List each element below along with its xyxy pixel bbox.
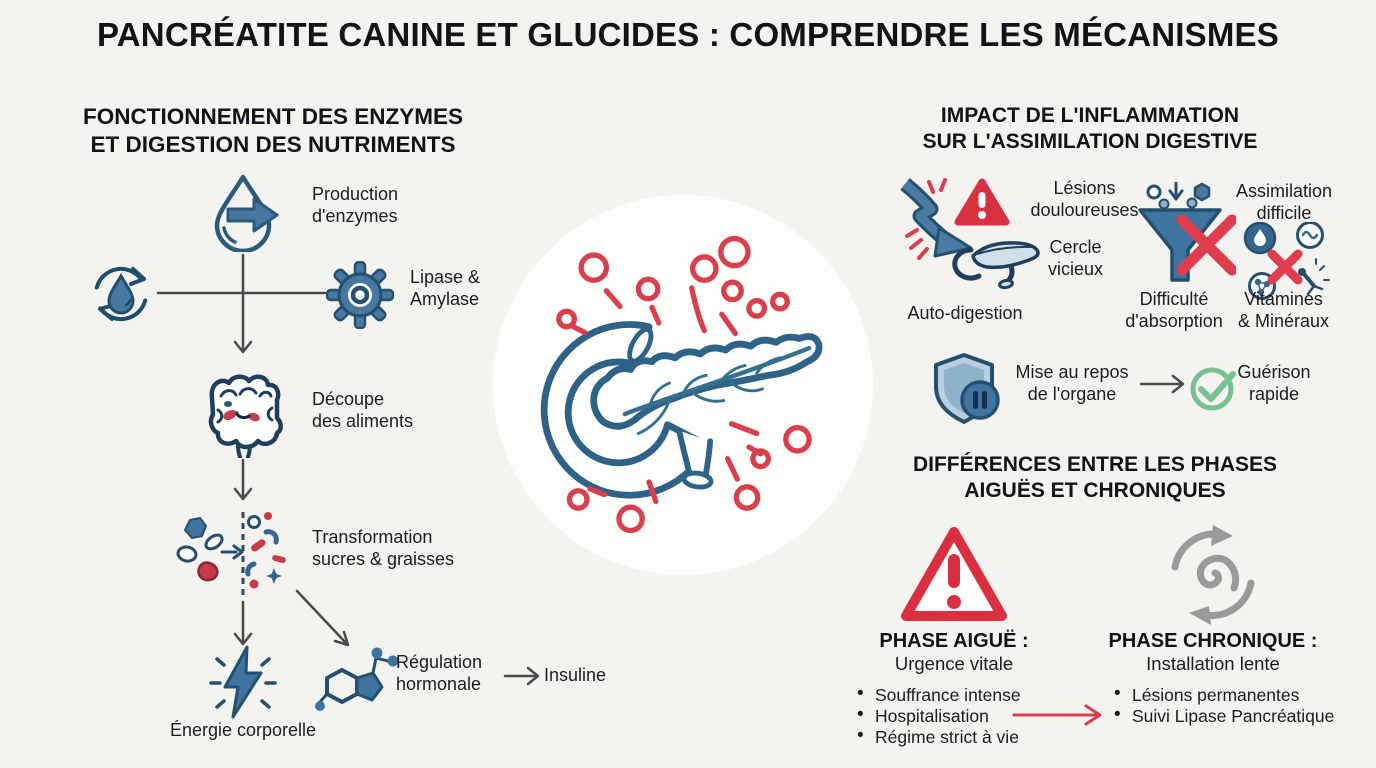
chronic-bullet-2: Suivi Lipase Pancréatique bbox=[1112, 704, 1372, 727]
lightning-icon bbox=[205, 641, 281, 723]
recycle-droplet-icon bbox=[88, 260, 156, 328]
intestine-icon bbox=[199, 366, 287, 458]
connector-transformation-to-molecule bbox=[295, 589, 348, 645]
transformation-label: Transformation sucres & graisses bbox=[312, 527, 455, 569]
chronic-phase-subtitle: Installation lente bbox=[1146, 653, 1280, 674]
acute-bullet-1: Souffrance intense bbox=[855, 683, 1060, 706]
vial-glyph bbox=[1298, 258, 1330, 296]
arrowhead-down-2 bbox=[233, 487, 253, 501]
warning-triangle-icon bbox=[954, 178, 1010, 226]
gear-icon bbox=[326, 261, 394, 329]
cercle-label: Cercle vicieux bbox=[1047, 237, 1104, 279]
strike-arrow-pancreas-icon bbox=[893, 176, 1043, 326]
pancreas-drawing bbox=[540, 321, 823, 499]
acute-phase-subtitle: Urgence vitale bbox=[894, 653, 1014, 674]
vitamins-block-icon bbox=[1240, 222, 1332, 314]
insuline-label: Insuline bbox=[544, 665, 607, 685]
mini-pancreas bbox=[952, 241, 1040, 290]
production-label: Production d'enzymes bbox=[312, 184, 399, 226]
lesions-label: Lésions douloureuses bbox=[1030, 178, 1139, 220]
arrowhead-right-1 bbox=[526, 666, 540, 686]
regulation-label: Régulation hormonale bbox=[396, 652, 483, 694]
difficulte-label: Difficulté d'absorption bbox=[1125, 289, 1223, 331]
arrowhead-right-2 bbox=[1171, 374, 1185, 394]
arrowhead-down-1 bbox=[233, 340, 253, 354]
shield-pause-icon bbox=[932, 352, 1024, 432]
inflamed-pancreas-illustration bbox=[489, 191, 877, 579]
lipase-label: Lipase & Amylase bbox=[410, 267, 481, 309]
energie-label: Énergie corporelle bbox=[169, 720, 317, 740]
acute-warning-triangle-icon bbox=[898, 524, 1010, 624]
food-particles-icon bbox=[170, 512, 316, 596]
check-circle-icon bbox=[1188, 362, 1240, 414]
droplet-arrow-icon bbox=[204, 172, 282, 252]
assimilation-label: Assimilation difficile bbox=[1235, 181, 1333, 223]
arrowhead-red bbox=[1084, 704, 1102, 726]
spiral-arrows-icon bbox=[1163, 525, 1263, 625]
inflammation-heading: IMPACT DE L'INFLAMMATION SUR L'ASSIMILAT… bbox=[922, 104, 1258, 154]
repos-label: Mise au repos de l'organe bbox=[1015, 362, 1129, 404]
chronic-phase-title: PHASE CHRONIQUE : bbox=[1108, 630, 1318, 652]
acute-bullet-2: Hospitalisation bbox=[855, 704, 1060, 727]
decoupe-label: Découpe des aliments bbox=[312, 389, 414, 431]
vitamines-label: Vitamines & Minéraux bbox=[1237, 289, 1330, 331]
phases-heading: DIFFÉRENCES ENTRE LES PHASES AIGUËS ET C… bbox=[912, 453, 1278, 503]
main-title: PANCRÉATITE CANINE ET GLUCIDES : COMPREN… bbox=[97, 16, 1279, 53]
guerison-label: Guérison rapide bbox=[1237, 362, 1311, 404]
inflammation-particles bbox=[556, 235, 812, 534]
molecule-icon bbox=[314, 640, 402, 718]
acute-bullet-3: Régime strict à vie bbox=[855, 725, 1060, 748]
funnel-block-icon bbox=[1136, 182, 1236, 302]
acute-phase-title: PHASE AIGUË : bbox=[879, 630, 1029, 652]
autodigestion-label: Auto-digestion bbox=[907, 303, 1023, 323]
chronic-bullet-1: Lésions permanentes bbox=[1112, 683, 1372, 706]
enzyme-heading: FONCTIONNEMENT DES ENZYMES ET DIGESTION … bbox=[82, 104, 464, 158]
